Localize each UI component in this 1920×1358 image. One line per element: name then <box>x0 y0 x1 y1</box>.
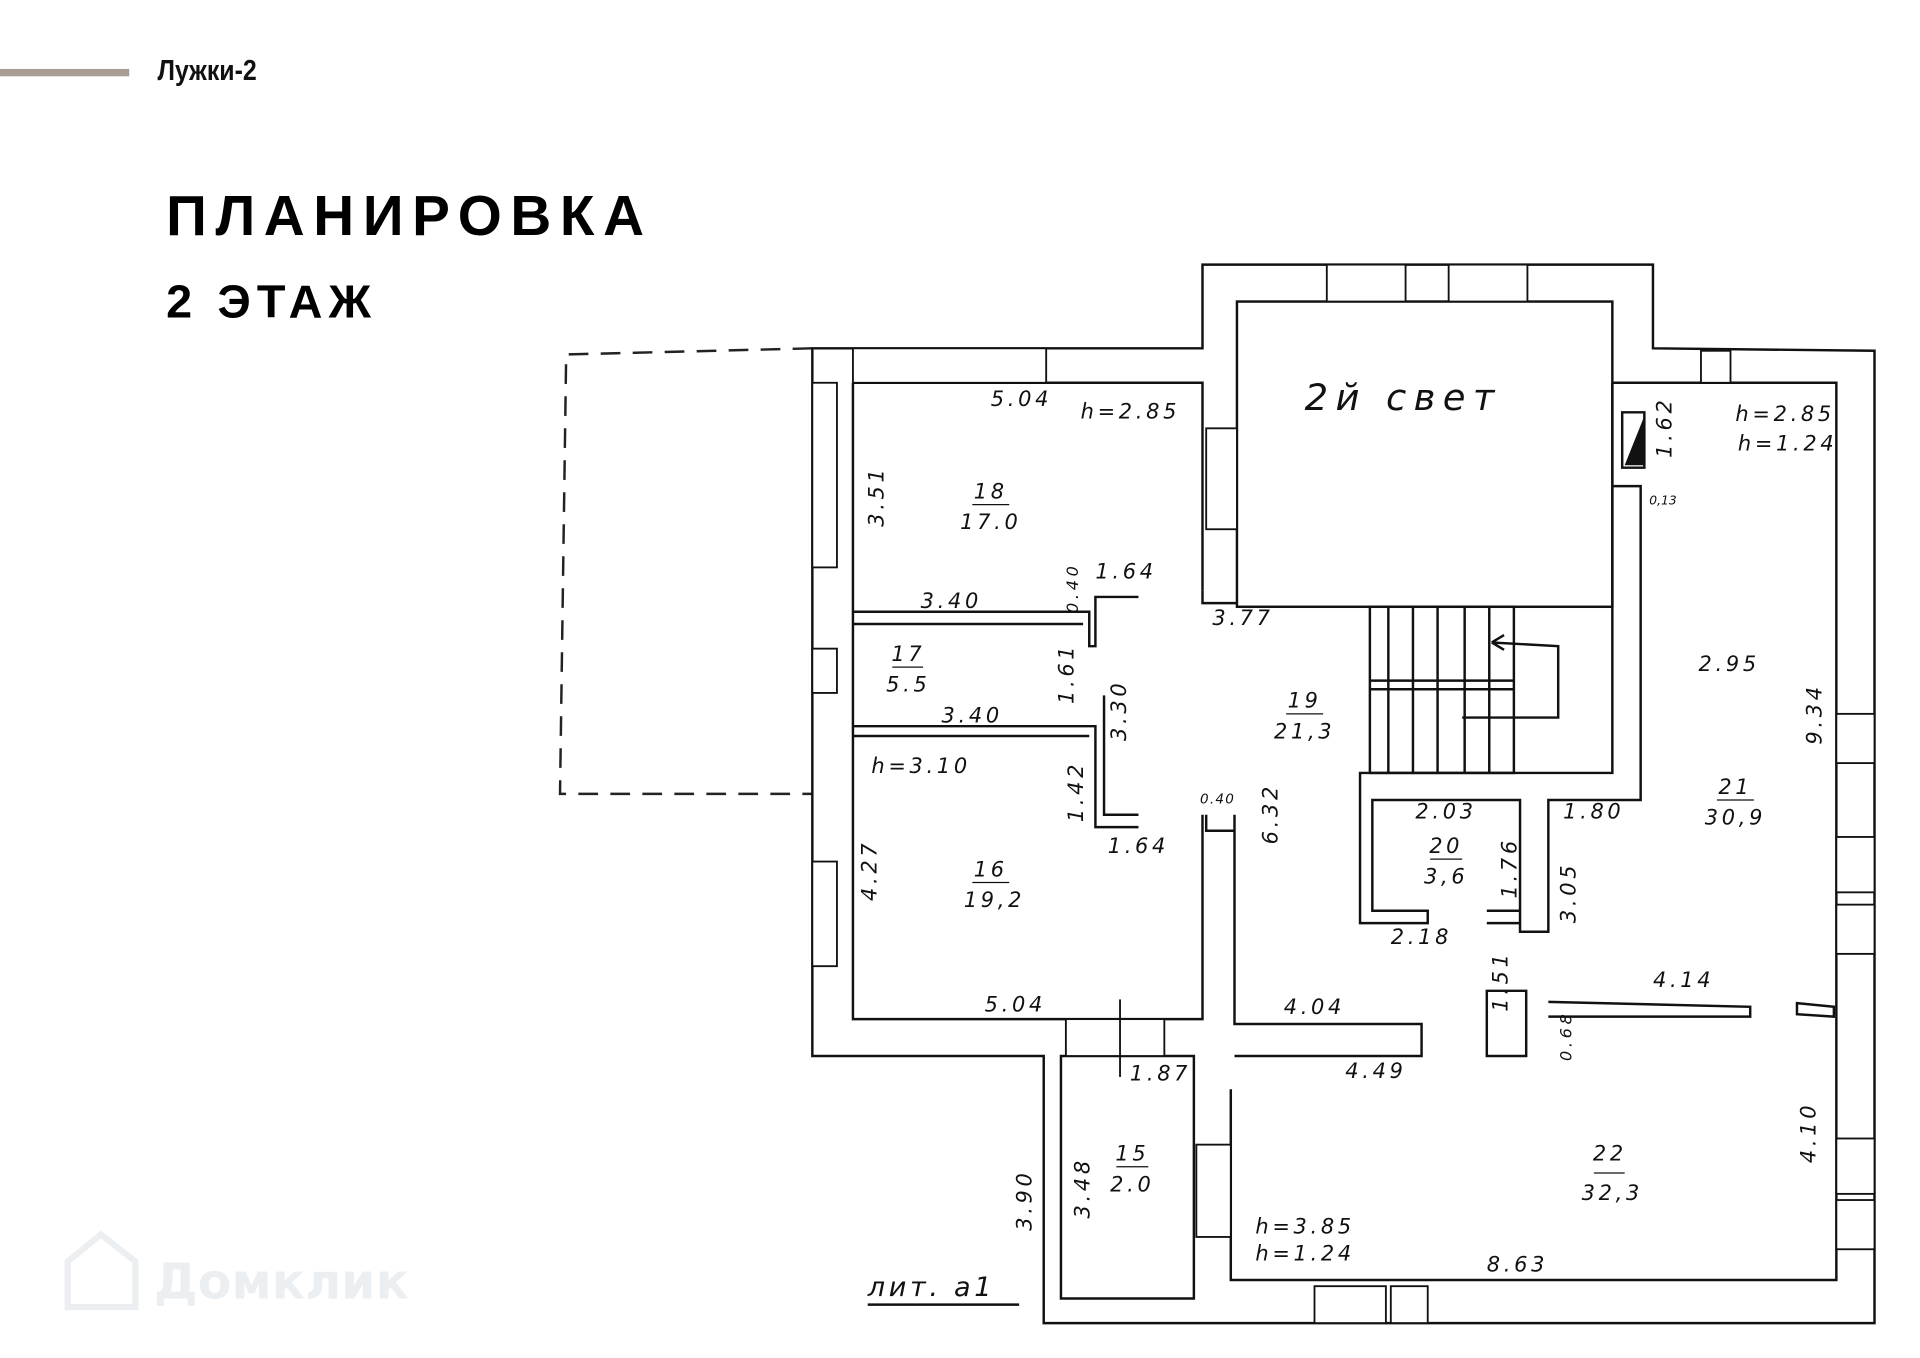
project-name: Лужки-2 <box>157 54 257 87</box>
chimney-fill <box>1624 416 1645 466</box>
balcony-outline <box>558 347 813 796</box>
room-17-number: 17 <box>891 642 925 666</box>
room-17-area: 5.5 <box>886 673 930 697</box>
dimension-label: 3.51 <box>865 465 889 526</box>
domclick-watermark: Домклик <box>64 1230 409 1310</box>
dimension-label: 1.42 <box>1064 761 1088 822</box>
dimension-label: 4.49 <box>1345 1059 1406 1083</box>
room-22-number: 22 <box>1593 1142 1627 1166</box>
staircase <box>1368 605 1560 775</box>
room-21-area: 30,9 <box>1705 806 1766 830</box>
dimension-label: 3.40 <box>921 589 982 613</box>
windows <box>811 263 1876 1325</box>
room-19-area: 21,3 <box>1274 719 1335 743</box>
second-light-label: 2й свет <box>1305 376 1502 419</box>
dimension-label: 1.76 <box>1497 837 1521 898</box>
dimension-label: 0.40 <box>1200 792 1235 808</box>
stair-direction-arrow <box>1462 634 1560 719</box>
watermark-text: Домклик <box>154 1252 409 1310</box>
height-labels: h=2.85 h=2.85 h=1.24 h=3.10 h=3.85 h=1.2… <box>871 399 1837 1265</box>
dimension-label: 9.34 <box>1803 683 1827 744</box>
room-21-number: 21 <box>1718 775 1752 799</box>
room-22-area: 32,3 <box>1582 1181 1643 1205</box>
dimension-label: h=2.85 <box>1081 399 1180 423</box>
litera-label: лит. а1 <box>867 1272 996 1303</box>
room-20-number: 20 <box>1429 834 1463 858</box>
dimension-label: 3.77 <box>1212 606 1273 630</box>
dimension-label: h=1.24 <box>1255 1241 1354 1265</box>
room-20-area: 3,6 <box>1424 865 1468 889</box>
outer-wall <box>811 263 1876 1325</box>
room-19-number: 19 <box>1288 689 1322 713</box>
dimension-label: h=1.24 <box>1738 431 1837 455</box>
dimension-label: 2.18 <box>1391 925 1452 949</box>
chimney <box>1620 411 1646 469</box>
floor-label: 2 ЭТАЖ <box>166 276 378 329</box>
dimension-label: 5.04 <box>991 387 1052 411</box>
room-18-number: 18 <box>974 479 1008 503</box>
dimension-label: h=3.10 <box>871 754 970 778</box>
dimension-label: 6.32 <box>1259 783 1283 844</box>
room-16-number: 16 <box>974 857 1008 881</box>
dimension-labels: 5.04 3.51 3.40 0.40 1.64 3.77 1.61 3.40 … <box>857 387 1826 1276</box>
dimension-label: 4.04 <box>1284 995 1345 1019</box>
room-15-area: 2.0 <box>1110 1172 1154 1196</box>
dimension-label: h=3.85 <box>1255 1214 1354 1238</box>
dimension-label: 2.03 <box>1415 799 1476 823</box>
dimension-label: 1.62 <box>1652 397 1676 458</box>
interior-walls <box>851 300 1838 1300</box>
dimension-label: 1.87 <box>1130 1062 1191 1086</box>
room-18-area: 17.0 <box>960 510 1021 534</box>
dimension-label: 4.10 <box>1796 1102 1820 1163</box>
dimension-label: 1.80 <box>1563 799 1624 823</box>
dimension-label: 1.51 <box>1489 950 1513 1011</box>
dimension-label: 3.30 <box>1107 680 1131 741</box>
dimension-label: 1.64 <box>1095 559 1156 583</box>
dimension-label: 1.64 <box>1108 834 1169 858</box>
dimension-label: 3.48 <box>1070 1157 1094 1218</box>
dimension-label: 3.90 <box>1012 1169 1036 1230</box>
dimension-label: 3.05 <box>1556 862 1580 923</box>
room-16-area: 19,2 <box>964 888 1025 912</box>
dimension-label: 0.68 <box>1557 1011 1576 1061</box>
dimension-label: h=2.85 <box>1735 402 1834 426</box>
dimension-label: 1.61 <box>1054 643 1078 704</box>
dimension-label: 4.27 <box>857 840 881 901</box>
dimension-label: 0.40 <box>1063 563 1082 613</box>
dimension-label: 8.63 <box>1487 1252 1548 1276</box>
dimension-label: 0,13 <box>1649 494 1677 508</box>
accent-line <box>0 68 130 77</box>
room-15-number: 15 <box>1115 1142 1149 1166</box>
page-title: ПЛАНИРОВКА <box>166 183 653 248</box>
dimension-label: 4.14 <box>1653 968 1714 992</box>
dimension-label: 2.95 <box>1699 652 1760 676</box>
dimension-label: 5.04 <box>985 993 1046 1017</box>
dimension-label: 3.40 <box>942 703 1003 727</box>
